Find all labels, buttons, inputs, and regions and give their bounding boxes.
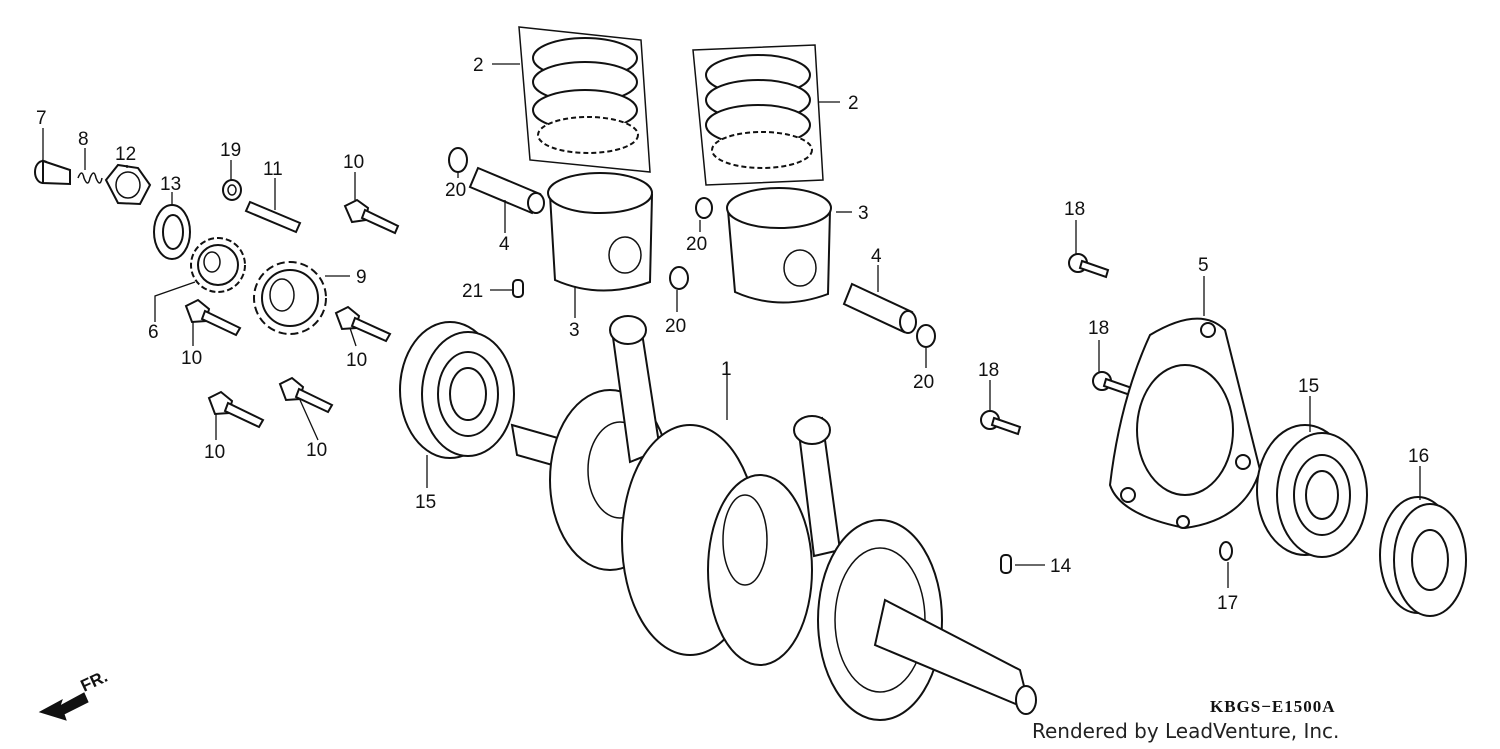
callout-5: 5 — [1198, 255, 1209, 276]
part-17-circlip[interactable] — [1219, 541, 1233, 561]
part-20-clip-c[interactable] — [669, 266, 689, 290]
part-14-dowel-pin[interactable] — [1000, 554, 1012, 574]
part-5-bearing-holder[interactable] — [1108, 317, 1262, 530]
part-2-piston-rings-left[interactable] — [518, 26, 651, 173]
part-20-clip-a[interactable] — [448, 147, 468, 173]
callout-8: 8 — [78, 129, 89, 150]
callout-6: 6 — [148, 322, 159, 343]
callout-15-a: 15 — [415, 492, 436, 513]
callout-1: 1 — [721, 359, 732, 380]
part-10-bolt-c[interactable] — [334, 305, 392, 343]
part-20-clip-b[interactable] — [695, 197, 713, 219]
part-9-gear[interactable] — [253, 261, 327, 335]
callout-20-a: 20 — [445, 180, 466, 201]
part-6-gear[interactable] — [190, 237, 246, 293]
part-18-bolt-a[interactable] — [1068, 253, 1110, 279]
callout-3-b: 3 — [569, 320, 580, 341]
callout-10-a: 10 — [343, 152, 364, 173]
part-15-bearing-left[interactable] — [399, 321, 515, 459]
callout-10-d: 10 — [204, 442, 225, 463]
part-4-piston-pin-right[interactable] — [842, 282, 917, 334]
callout-13: 13 — [160, 174, 181, 195]
part-7-pin[interactable] — [34, 159, 71, 186]
part-20-clip-d[interactable] — [916, 324, 936, 348]
callout-2-b: 2 — [848, 93, 859, 114]
leader-lines — [42, 63, 1421, 588]
front-direction-label: FR. — [78, 667, 111, 696]
part-21-dowel-pin[interactable] — [512, 279, 524, 298]
callout-18-b: 18 — [1088, 318, 1109, 339]
part-18-bolt-c[interactable] — [980, 410, 1022, 436]
part-10-bolt-d[interactable] — [207, 390, 265, 429]
callout-2-a: 2 — [473, 55, 484, 76]
part-3-piston-right[interactable] — [726, 187, 832, 304]
part-10-bolt-a[interactable] — [343, 198, 400, 235]
callout-7: 7 — [36, 108, 47, 129]
part-15-bearing-right[interactable] — [1256, 424, 1368, 558]
callout-3-a: 3 — [858, 203, 869, 224]
callout-12: 12 — [115, 144, 136, 165]
part-2-piston-rings-right[interactable] — [692, 44, 824, 186]
callout-10-b: 10 — [181, 348, 202, 369]
callout-19: 19 — [220, 140, 241, 161]
callout-18-a: 18 — [1064, 199, 1085, 220]
part-1-crankshaft[interactable] — [510, 315, 1037, 721]
part-13-washer[interactable] — [153, 204, 191, 260]
callout-15-b: 15 — [1298, 376, 1319, 397]
part-16-oil-seal[interactable] — [1379, 496, 1467, 617]
front-direction-arrow: FR. — [38, 667, 111, 721]
callout-20-c: 20 — [665, 316, 686, 337]
callout-10-c: 10 — [346, 350, 367, 371]
callout-18-c: 18 — [978, 360, 999, 381]
part-11-stud[interactable] — [244, 200, 302, 234]
callout-4-b: 4 — [871, 246, 882, 267]
part-10-bolt-b[interactable] — [184, 298, 242, 337]
part-4-piston-pin-left[interactable] — [468, 166, 545, 215]
part-8-spring[interactable] — [77, 172, 103, 184]
callout-9: 9 — [356, 267, 367, 288]
callout-20-b: 20 — [686, 234, 707, 255]
part-10-bolt-e[interactable] — [278, 376, 334, 414]
callout-4-a: 4 — [499, 234, 510, 255]
part-19-washer[interactable] — [222, 179, 242, 201]
render-credit: Rendered by LeadVenture, Inc. — [1032, 719, 1339, 743]
part-3-piston-left[interactable] — [547, 172, 654, 292]
callout-17: 17 — [1217, 593, 1238, 614]
callout-10-e: 10 — [306, 440, 327, 461]
callout-14: 14 — [1050, 556, 1072, 577]
callout-16: 16 — [1408, 446, 1429, 467]
drawing-code: KBGS−E1500A — [1210, 697, 1336, 716]
part-18-bolt-b[interactable] — [1092, 371, 1134, 397]
part-12-nut[interactable] — [104, 163, 152, 206]
callout-11: 11 — [263, 159, 283, 180]
callout-21: 21 — [462, 281, 483, 302]
callout-20-d: 20 — [913, 372, 934, 393]
